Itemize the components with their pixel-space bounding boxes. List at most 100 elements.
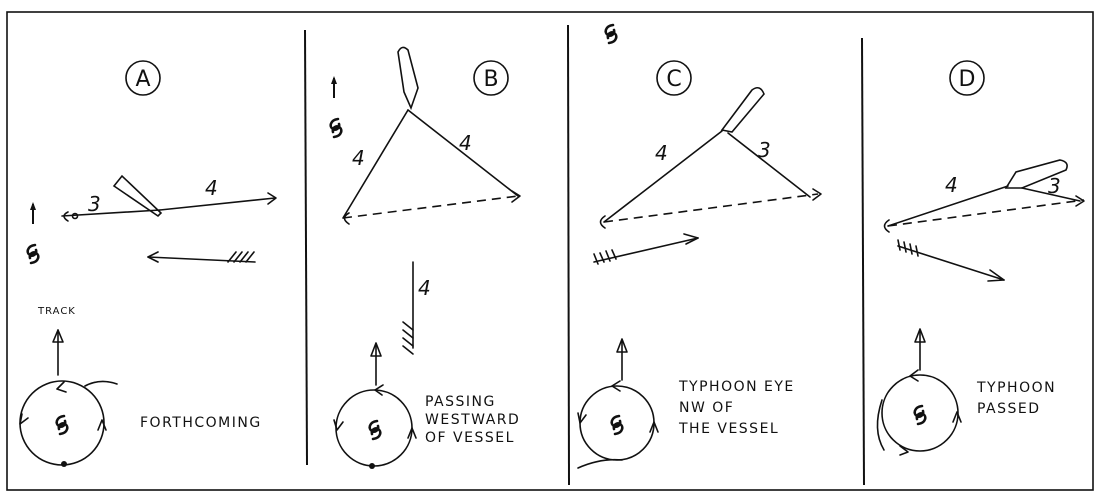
outer-border [6, 11, 1094, 491]
vector-tail-mark [63, 211, 69, 222]
vector-4-line [887, 185, 1009, 227]
arrowhead-icon [147, 251, 159, 263]
vector-label: 3 [758, 138, 771, 162]
panel-c-caption: THE VESSEL [678, 421, 779, 437]
panel-d-caption: PASSED [977, 401, 1041, 417]
inflow-line [876, 399, 885, 451]
typhoon-symbol-icon [329, 117, 343, 139]
panel-a-letter: A [135, 67, 150, 92]
inflow-line [577, 458, 623, 469]
panel-d: D 4 3 TYPHOON PASSED [876, 60, 1085, 456]
panel-d-letter-circle [949, 60, 985, 96]
vessel-hull-icon [112, 174, 163, 218]
vector-label: 4 [459, 131, 472, 155]
panel-c-caption: TYPHOON EYE [678, 379, 795, 395]
divider-ab [304, 29, 308, 466]
typhoon-symbol-icon [610, 414, 624, 436]
circulation-dot [369, 463, 375, 469]
wind-arrow [593, 237, 699, 263]
resultant-dashed-line [887, 199, 1085, 227]
arrowhead-icon [97, 419, 107, 431]
north-arrow-icon [29, 201, 37, 225]
arrowhead-icon [267, 192, 277, 205]
arrowhead-icon [374, 384, 384, 396]
panel-c-caption: NW OF [679, 400, 734, 416]
panel-d-letter: D [959, 67, 976, 92]
arrowhead-icon [649, 421, 659, 433]
panel-b-caption: OF VESSEL [425, 430, 515, 446]
arrowhead-icon [19, 413, 29, 425]
vector-label: 4 [945, 173, 958, 197]
wind-arrow [147, 256, 256, 263]
arrowhead-icon [1075, 195, 1085, 207]
vector-label: 4 [205, 176, 218, 200]
vessel-hull-icon [720, 86, 765, 133]
vector-tail-mark [599, 215, 606, 229]
vector-4-right-line [407, 109, 519, 197]
vector-label: 3 [1048, 174, 1061, 198]
arrowhead-icon [914, 328, 926, 343]
panel-c-letter-circle [656, 60, 692, 96]
inflow-line [84, 380, 118, 387]
arrowhead-icon [899, 445, 909, 456]
typhoon-symbol-icon [368, 419, 382, 441]
panel-d-caption: TYPHOON [976, 380, 1056, 396]
vector-label: 4 [655, 141, 668, 165]
arrowhead-icon [333, 419, 344, 431]
vessel-hull-icon [1004, 159, 1068, 189]
typhoon-symbol-icon [55, 414, 69, 436]
panel-b-letter-circle [473, 60, 509, 96]
arrowhead-icon [407, 427, 417, 439]
vector-3-line [1021, 187, 1081, 202]
arrowhead-icon [812, 188, 822, 201]
vector-origin-dot [71, 212, 79, 220]
arrowhead-icon [370, 342, 382, 357]
wind-feathers-icon [402, 321, 414, 355]
typhoon-symbol-icon [604, 23, 618, 45]
wind-label: 4 [418, 276, 431, 300]
wind-arrow [897, 245, 1005, 281]
arrowhead-icon [683, 233, 699, 245]
typhoon-symbol-icon [26, 243, 40, 265]
wind-feathers-icon [897, 239, 919, 257]
vector-4-left-line [342, 109, 409, 219]
arrowhead-icon [987, 269, 1005, 282]
track-label: TRACK [37, 306, 76, 317]
panel-b: B 4 4 4 PASSING WESTWARD OF VESSEL [329, 46, 521, 469]
vector-tail-mark [883, 219, 890, 233]
vector-4-line [159, 197, 276, 211]
panel-b-letter: B [483, 67, 498, 92]
vector-4-line [603, 130, 723, 223]
divider-cd [861, 37, 865, 486]
vector-tail-mark [343, 212, 350, 225]
panel-a-caption: FORTHCOMING [140, 415, 262, 431]
arrowhead-icon [611, 380, 621, 392]
resultant-dashed-line [603, 193, 819, 223]
vector-label: 4 [352, 146, 365, 170]
arrowhead-icon [56, 381, 67, 393]
panel-a: A 3 4 TRACK FORTHCOMING [19, 60, 277, 467]
panel-c-letter: C [666, 67, 681, 92]
circulation-dot [61, 461, 67, 467]
panel-a-letter-circle [125, 60, 161, 96]
arrowhead-icon [577, 412, 587, 424]
panel-c: C 4 3 TYPHOON EYE NW OF THE VESSEL [577, 23, 822, 469]
wind-feathers-icon [593, 249, 617, 265]
panel-b-caption: PASSING [425, 394, 496, 410]
arrowhead-icon [616, 338, 628, 353]
panel-b-caption: WESTWARD [425, 412, 520, 428]
resultant-dashed-line [342, 195, 519, 219]
arrowhead-icon [52, 329, 64, 343]
vector-3-line [727, 132, 811, 198]
arrowhead-icon [909, 369, 919, 382]
vector-3-line [61, 209, 161, 217]
typhoon-symbol-icon [913, 404, 927, 426]
vessel-hull-icon [397, 46, 419, 111]
wind-feathers-icon [227, 251, 255, 263]
arrowhead-icon [952, 411, 962, 423]
vector-label: 3 [88, 192, 101, 216]
arrowhead-icon [511, 190, 521, 203]
north-arrow-icon [330, 75, 338, 99]
